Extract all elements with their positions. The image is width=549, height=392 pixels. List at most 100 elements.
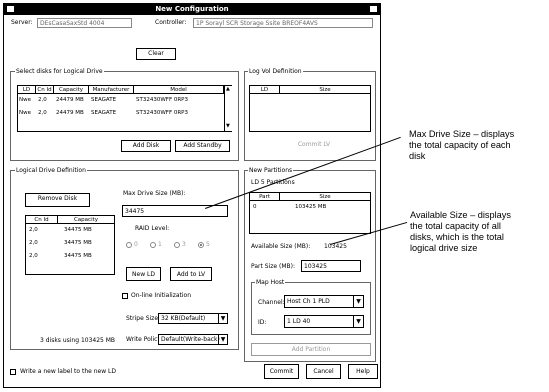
cell-model: ST32430WFF 0RP3 (136, 110, 188, 116)
write-policy-value: Default(Write-back) (161, 336, 220, 343)
cell-chid: 2,0 (38, 110, 47, 116)
cell-capacity: 34475 MB (64, 240, 92, 246)
add-to-lv-button[interactable]: Add to LV (170, 267, 212, 281)
cancel-button[interactable]: Cancel (306, 364, 341, 379)
part-size-label: Part Size (MB): (251, 263, 295, 270)
server-field: DEsCasaSaxStd 4004 (37, 18, 132, 28)
raid-0-label: 0 (134, 241, 138, 248)
raid-3-label: 3 (182, 241, 186, 248)
add-partition-button[interactable]: Add Partition (251, 343, 371, 356)
ld-definition-title: Logical Drive Definition (15, 167, 87, 174)
stripe-size-label: Stripe Size: (126, 315, 161, 322)
table-scrollbar[interactable] (224, 86, 232, 131)
cell-chid: 2,0 (38, 97, 47, 103)
cell-capacity: 24479 MB (56, 97, 84, 103)
cell-capacity: 24479 MB (56, 110, 84, 116)
cell-model: ST32430WFF 0RP3 (136, 97, 188, 103)
chevron-down-icon[interactable]: ▼ (218, 335, 227, 344)
col-header-chid[interactable]: Cn Id (26, 216, 58, 224)
lv-table: LD Size (249, 85, 371, 132)
add-standby-button[interactable]: Add Standby (175, 140, 230, 152)
max-drive-size-label: Max Drive Size (MB): (123, 190, 186, 197)
col-header-ld[interactable]: LD (250, 86, 280, 94)
ld-disks-table: Cn Id Capacity 2,0 34475 MB 2,0 34475 MB… (25, 215, 115, 275)
chevron-down-icon[interactable]: ▼ (353, 316, 363, 327)
window-close-button[interactable] (369, 5, 378, 13)
lun-select[interactable]: 1 LD 40 ▼ (284, 315, 364, 328)
available-size-value: 103425 (324, 243, 347, 250)
col-header-manufacturer[interactable]: Manufacturer (89, 86, 134, 94)
col-header-size[interactable]: Size (280, 86, 370, 94)
help-button[interactable]: Help (348, 364, 378, 379)
online-init-label: On-line Initialization (131, 292, 192, 299)
raid-level-label: RAID Level: (135, 225, 170, 232)
clear-button[interactable]: Clear (136, 48, 176, 60)
callout-line-3: disk (409, 151, 426, 161)
map-host-title: Map Host (255, 279, 286, 286)
write-label-text: Write a new label to the new LD (20, 368, 117, 375)
online-init-checkbox[interactable] (122, 293, 128, 299)
new-ld-button[interactable]: New LD (126, 267, 161, 281)
raid-5-radio[interactable] (198, 242, 204, 248)
controller-field: 1P Sorayl SCR Storage Ssite BREOF4AVS (193, 18, 373, 28)
select-disks-group (10, 71, 239, 161)
new-partitions-title: New Partitions (248, 167, 294, 174)
stripe-size-select[interactable]: 32 KB(Default) ▼ (158, 313, 228, 324)
window-menu-button[interactable] (6, 5, 15, 13)
scroll-up-icon[interactable] (225, 86, 232, 93)
channel-select[interactable]: Host Ch 1 PLD ▼ (284, 295, 364, 308)
col-header-size[interactable]: Size (280, 193, 370, 201)
channel-value: Host Ch 1 PLD (287, 298, 330, 305)
raid-0-radio[interactable] (126, 242, 132, 248)
part-size-field[interactable]: 103425 (301, 260, 361, 272)
cell-capacity: 34475 MB (64, 253, 92, 259)
table-row[interactable]: Nwe 2,0 24479 MB SEAGATE ST32430WFF 0RP3 (18, 108, 223, 120)
chevron-down-icon[interactable]: ▼ (353, 296, 363, 307)
cell-chid: 2,0 (29, 253, 38, 259)
col-header-capacity[interactable]: Capacity (58, 216, 114, 224)
chevron-down-icon[interactable]: ▼ (218, 314, 227, 323)
col-header-chid[interactable]: Cn Id (36, 86, 54, 94)
remove-disk-button[interactable]: Remove Disk (25, 193, 90, 207)
select-disks-table: LD Cn Id Capacity Manufacturer Model Nwe… (17, 85, 232, 132)
lv-definition-group (244, 71, 376, 161)
scroll-down-icon[interactable] (225, 123, 232, 130)
callout-line-2: the total capacity of all (410, 221, 501, 231)
table-row[interactable]: Nwe 2,0 24479 MB SEAGATE ST32430WFF 0RP3 (18, 95, 223, 107)
ld-definition-group (10, 170, 239, 350)
commit-lv-button[interactable]: Commit LV (294, 140, 334, 152)
add-disk-button[interactable]: Add Disk (121, 140, 171, 152)
disks-summary: 3 disks using 103425 MB (40, 337, 116, 344)
cell-part: 0 (253, 204, 257, 210)
col-header-capacity[interactable]: Capacity (54, 86, 89, 94)
channel-label: Channel: (258, 299, 285, 306)
col-header-part[interactable]: Part (250, 193, 280, 201)
raid-3-radio[interactable] (174, 242, 180, 248)
select-disks-title: Select disks for Logical Drive (15, 68, 104, 75)
window-title: New Configuration (4, 4, 380, 15)
col-header-ld[interactable]: LD (18, 86, 36, 94)
controller-label: Controller: (155, 19, 187, 26)
commit-button[interactable]: Commit (264, 364, 299, 379)
write-policy-select[interactable]: Default(Write-back) ▼ (158, 334, 228, 345)
max-drive-size-field[interactable]: 34475 (122, 205, 228, 217)
lun-value: 1 LD 40 (287, 318, 311, 325)
callout-line-1: Available Size – displays (410, 210, 511, 220)
list-item[interactable]: 2,0 34475 MB (26, 238, 114, 250)
partitions-table: Part Size 0 103425 MB (249, 192, 371, 234)
lun-label: ID: (258, 319, 267, 326)
callout-line-1: Max Drive Size – displays (409, 129, 515, 139)
list-item[interactable]: 2,0 34475 MB (26, 225, 114, 237)
available-size-label: Available Size (MB): (251, 243, 311, 250)
write-label-checkbox[interactable] (10, 369, 16, 375)
callout-line-4: logical drive size (410, 243, 478, 253)
table-row[interactable]: 0 103425 MB (250, 202, 370, 214)
new-configuration-dialog: New Configuration Server: DEsCasaSaxStd … (3, 3, 381, 388)
cell-capacity: 34475 MB (64, 227, 92, 233)
col-header-model[interactable]: Model (134, 86, 224, 94)
cell-manufacturer: SEAGATE (91, 97, 117, 103)
cell-manufacturer: SEAGATE (91, 110, 117, 116)
raid-1-radio[interactable] (150, 242, 156, 248)
stripe-size-value: 32 KB(Default) (161, 315, 206, 322)
list-item[interactable]: 2,0 34475 MB (26, 251, 114, 263)
